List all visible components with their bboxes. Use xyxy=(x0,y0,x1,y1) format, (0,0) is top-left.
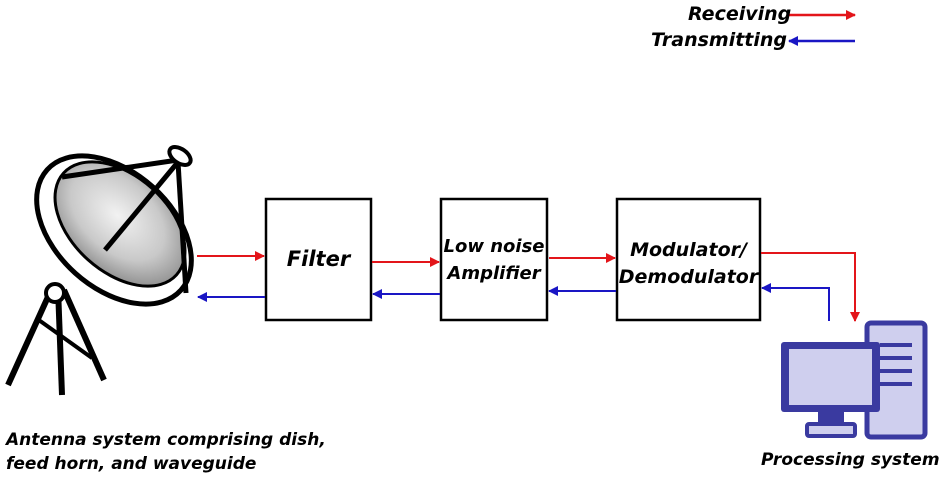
lna-label-line2: Amplifier xyxy=(447,263,541,284)
antenna-caption-line1: Antenna system comprising dish, xyxy=(6,430,326,450)
lna-block xyxy=(439,197,549,322)
tx-arrow-computer-modem xyxy=(761,283,830,321)
modem-label-line2: Demodulator xyxy=(618,266,759,288)
processing-caption: Processing system xyxy=(761,450,939,470)
modem-block xyxy=(615,197,762,322)
filter-block xyxy=(264,197,373,322)
lna-label: Low noise Amplifier xyxy=(437,233,551,287)
rx-arrow-modem-computer xyxy=(761,252,860,322)
modem-label: Modulator/ Demodulator xyxy=(612,237,765,291)
lna-label-line1: Low noise xyxy=(443,236,545,257)
antenna-caption: Antenna system comprising dish, feed hor… xyxy=(6,428,326,476)
antenna-caption-line2: feed horn, and waveguide xyxy=(6,454,257,474)
filter-label: Filter xyxy=(286,247,351,271)
satellite-dish-icon xyxy=(5,145,194,396)
modem-label-line1: Modulator/ xyxy=(630,239,747,261)
desktop-computer-icon xyxy=(781,320,928,440)
legend-transmitting-label: Transmitting xyxy=(651,29,788,51)
legend-receiving-label: Receiving xyxy=(688,3,792,25)
